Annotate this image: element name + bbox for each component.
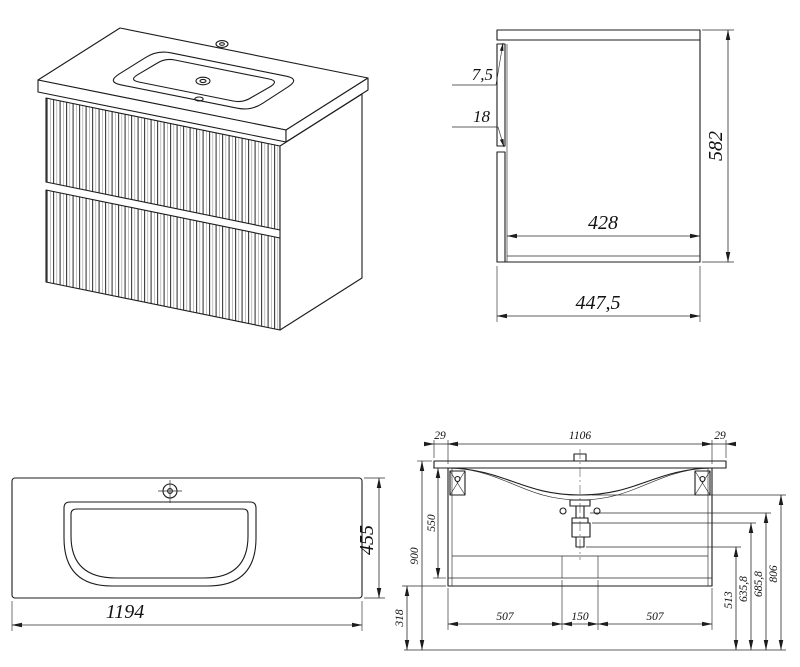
wall-bracket-left (449, 470, 466, 496)
dim-basin-width: 1194 (11, 601, 363, 631)
dim-total-height: 900 (409, 460, 432, 651)
dim-height-513-label: 513 (723, 591, 735, 609)
hose-connector-right (593, 507, 601, 515)
dim-front-panel-thickness-label: 18 (473, 107, 491, 126)
drain-trap-assembly (559, 499, 601, 548)
lower-drawer-front-profile (496, 151, 506, 263)
dim-front-panel-thickness: 18 (452, 107, 505, 148)
dim-basin-height: 455 (356, 477, 385, 599)
faucet-hole-inner (219, 42, 225, 46)
dim-bottom-left-label: 507 (496, 611, 515, 623)
dim-box-height-label: 550 (426, 514, 438, 532)
dim-inner-depth-label: 428 (588, 212, 618, 234)
dim-basin-width-label: 1194 (106, 601, 145, 623)
dim-bottom-clearance: 318 (394, 585, 446, 651)
isometric-view (37, 27, 369, 331)
drain-hole (195, 76, 211, 86)
faucet-hole (215, 40, 229, 48)
countertop-outline (11, 477, 363, 599)
dim-height: 582 (702, 29, 734, 263)
dim-bottom-row: 507 150 507 (447, 580, 713, 630)
countertop-profile (496, 29, 701, 41)
dim-height-685-label: 685,8 (753, 571, 765, 597)
cabinet-side-face (279, 93, 363, 331)
dim-height-806-label: 806 (768, 565, 780, 583)
dim-inner-depth: 428 (506, 212, 701, 239)
dim-bottom-clearance-label: 318 (394, 609, 406, 628)
dim-total-height-label: 900 (409, 547, 421, 565)
countertop-side-face (285, 77, 369, 143)
bowl-outer-outline (63, 501, 257, 587)
overflow-hole (194, 96, 204, 102)
dim-height-635-label: 635,8 (738, 576, 750, 602)
dim-basin-height-label: 455 (356, 525, 378, 555)
dim-total-depth-label: 447,5 (576, 292, 621, 314)
side-section-view: 428 582 447,5 7,5 18 (452, 29, 734, 322)
basin-outer-rim (112, 51, 295, 110)
dim-box-height: 550 (426, 467, 446, 579)
drain-hole-inner (199, 78, 207, 84)
dim-overhang-left-label: 29 (434, 430, 446, 442)
dim-top-row: 29 1106 29 (424, 430, 736, 464)
dim-countertop-thickness: 7,5 (452, 42, 504, 86)
dim-overhang-right-label: 29 (714, 430, 726, 442)
hose-connector-left (559, 507, 567, 515)
dim-right-heights: 513 635,8 685,8 806 (586, 494, 786, 651)
dim-inner-width-label: 1106 (569, 430, 591, 442)
cabinet-front-section-view: 29 1106 29 550 900 318 (394, 430, 786, 651)
upper-drawer-front-profile (496, 43, 506, 147)
dim-bottom-right-label: 507 (646, 611, 665, 623)
basin-front-view: 455 1194 (11, 477, 385, 631)
dim-countertop-thickness-label: 7,5 (472, 65, 493, 84)
dim-total-depth: 447,5 (496, 266, 701, 322)
dim-bottom-center-label: 150 (571, 611, 589, 623)
bowl-inner-outline (70, 508, 249, 579)
dim-height-label: 582 (705, 131, 727, 161)
basin-inner-rim (133, 58, 275, 103)
